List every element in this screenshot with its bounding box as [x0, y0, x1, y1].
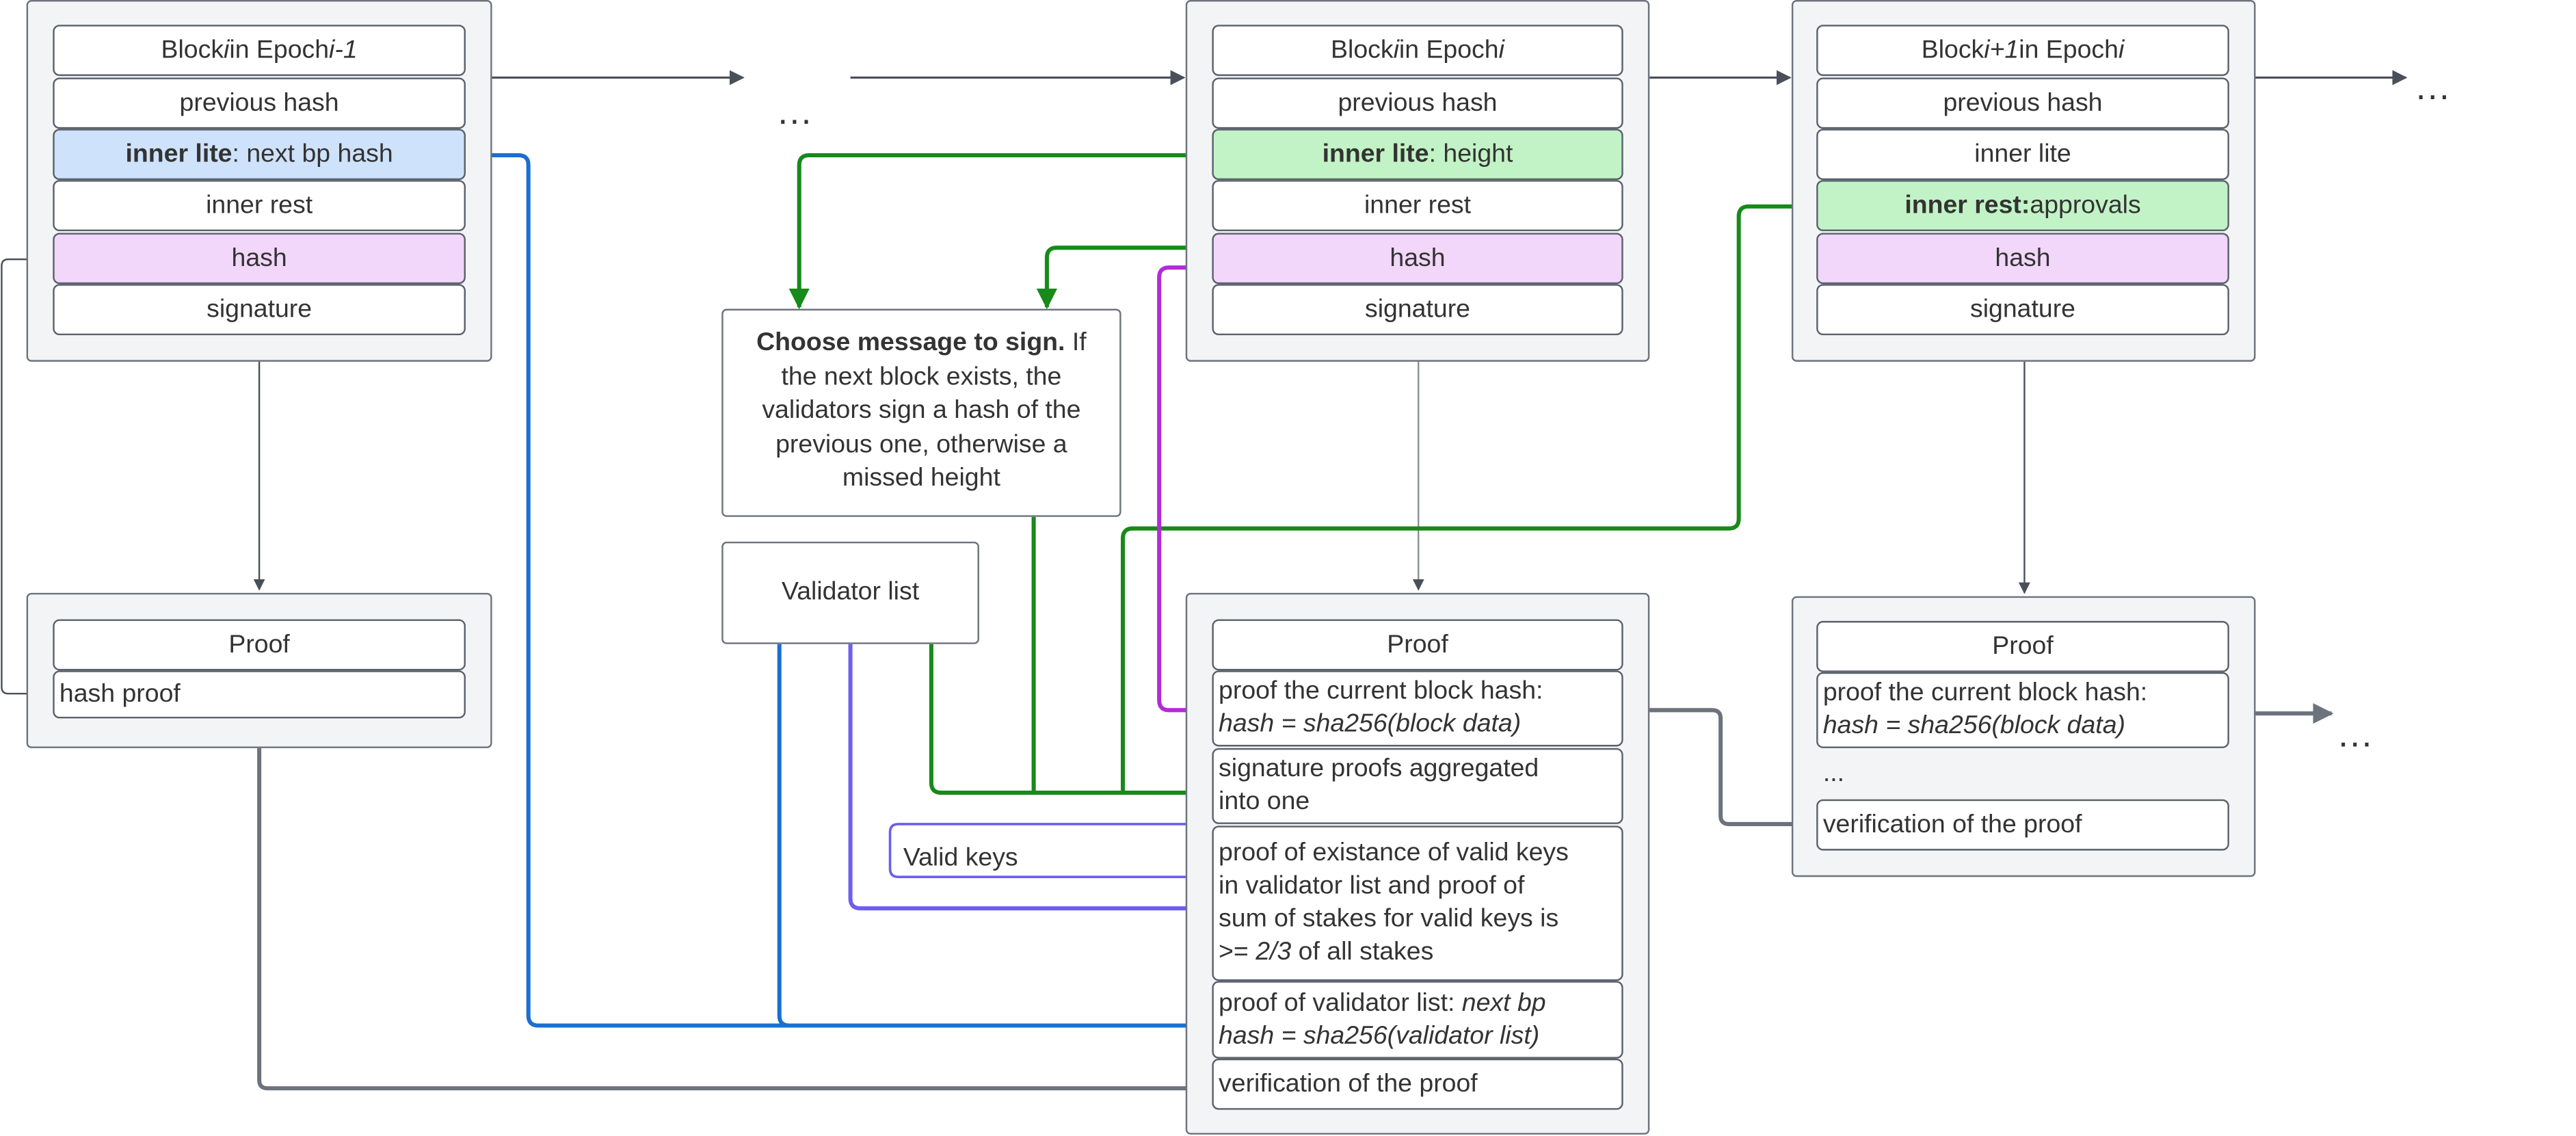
block-cur-title: Block i in Epoch i [1212, 25, 1623, 77]
hash-magenta-arrow [1157, 265, 1212, 721]
proof-hash-to-next-verification-arrow [1623, 708, 1817, 835]
block-cur-inner-lite: inner lite: height [1212, 129, 1623, 181]
chain-ellipsis-2: ... [2415, 66, 2452, 107]
proof-prev-to-verification-arrow [257, 748, 1211, 1099]
block-next-inner-lite: inner lite [1816, 129, 2229, 181]
block-next-inner-rest: inner rest: approvals [1816, 180, 2229, 232]
validator-list-green-arrow [929, 644, 1211, 804]
block-cur-inner-rest: inner rest [1212, 180, 1623, 232]
block-next-hash: hash [1816, 233, 2229, 285]
block-prev-title: Block i in Epoch i-1 [53, 25, 466, 77]
proof-prev-hash-proof: hash proof [53, 670, 466, 719]
approvals-green-arrow [1120, 204, 1817, 793]
block-prev-inner-rest: inner rest [53, 180, 466, 232]
hash-to-hash-proof-arrow [1, 258, 53, 698]
block-prev-inner-lite: inner lite: next bp hash [53, 129, 466, 181]
block-cur-hash: hash [1212, 233, 1623, 285]
choose-message-note: Choose message to sign. If the next bloc… [721, 308, 1121, 517]
chain-ellipsis-1: ... [778, 90, 813, 133]
height-to-choose-message-green-arrow [788, 153, 1212, 310]
proof-cur-block-hash: proof the current block hash: hash = sha… [1212, 670, 1623, 747]
proof-prev-title: Proof [53, 619, 466, 671]
proof-cur-signature-proofs: signature proofs aggregated into one [1212, 748, 1623, 824]
proof-cur-validator-list: proof of validator list: next bp hash = … [1212, 981, 1623, 1059]
hash-to-choose-message-green-arrow [1036, 246, 1212, 310]
proof-cur-title: Proof [1212, 619, 1623, 671]
proof-next-block-hash: proof the current block hash: hash = sha… [1816, 672, 2229, 748]
block-prev-hash: hash [53, 233, 466, 285]
block-cur-signature: signature [1212, 284, 1623, 336]
block-prev-signature: signature [53, 284, 466, 336]
block-next-signature: signature [1816, 284, 2229, 336]
block-next-previous-hash: previous hash [1816, 77, 2229, 129]
proof-cur-verification: verification of the proof [1212, 1058, 1623, 1110]
proof-next-verification: verification of the proof [1816, 799, 2229, 851]
proof-next-ellipsis: ... [1822, 759, 1845, 788]
block-prev-previous-hash: previous hash [53, 77, 466, 129]
block-next-title: Block i+1 in Epoch i [1816, 25, 2229, 77]
proof-cur-valid-keys: proof of existance of valid keys in vali… [1212, 825, 1623, 981]
block-cur-previous-hash: previous hash [1212, 77, 1623, 129]
validator-list-box: Validator list [721, 542, 979, 644]
chain-ellipsis-3: ... [2338, 713, 2374, 755]
next-bp-hash-blue-arrow [465, 153, 1211, 1036]
proof-next-title: Proof [1816, 620, 2229, 672]
validator-list-purple-arrow [848, 644, 1214, 919]
validator-list-blue-arrow [777, 644, 790, 1028]
valid-keys-label: Valid keys [903, 843, 1018, 872]
